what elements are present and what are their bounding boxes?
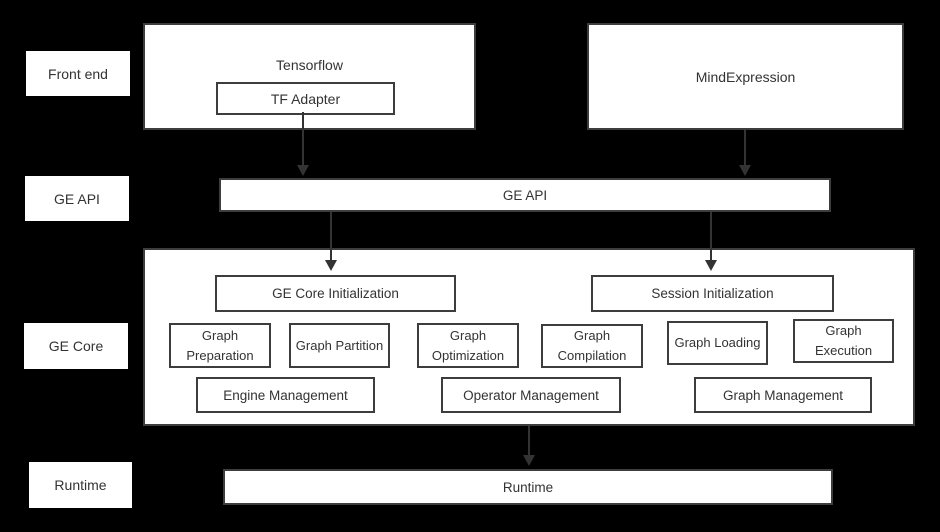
arrow-shaft [710, 212, 712, 261]
arrow-tf-adapter-to-ge-api [297, 112, 309, 176]
graph-loading-label: Graph Loading [674, 335, 761, 350]
arrow-head-icon [297, 165, 309, 176]
graph-management-box: Graph Management [694, 377, 872, 413]
engine-management-box: Engine Management [196, 377, 375, 413]
graph-execution-label: Graph Execution [814, 323, 873, 358]
graph-execution-box: Graph Execution [793, 319, 894, 363]
runtime-bar-label: Runtime [502, 479, 554, 495]
side-label-ge-core: GE Core [24, 323, 128, 369]
runtime-bar: Runtime [223, 469, 833, 505]
graph-partition-box: Graph Partition [289, 323, 390, 368]
side-label-runtime-text: Runtime [54, 477, 107, 493]
arrow-head-icon [705, 260, 717, 271]
graph-management-label: Graph Management [722, 387, 844, 403]
graph-optimization-box: Graph Optimization [417, 323, 519, 368]
session-initialization-box: Session Initialization [591, 275, 834, 312]
tensorflow-label: Tensorflow [276, 57, 343, 73]
arrow-shaft [330, 212, 332, 261]
side-label-ge-api: GE API [25, 176, 129, 221]
side-label-front-end-text: Front end [48, 65, 108, 82]
side-label-ge-core-text: GE Core [48, 338, 104, 354]
graph-compilation-box: Graph Compilation [541, 324, 643, 368]
ge-api-bar-label: GE API [502, 187, 548, 203]
graph-preparation-box: Graph Preparation [169, 323, 271, 368]
tensorflow-box: Tensorflow TF Adapter [143, 23, 476, 130]
arrow-head-icon [523, 455, 535, 466]
tf-adapter-label: TF Adapter [270, 90, 341, 107]
arrow-head-icon [325, 260, 337, 271]
graph-preparation-label: Graph Preparation [186, 327, 254, 363]
arrow-shaft [302, 112, 304, 166]
arrow-ge-core-to-runtime [523, 426, 535, 466]
engine-management-label: Engine Management [223, 387, 348, 403]
mind-expression-label: MindExpression [695, 68, 796, 85]
tf-adapter-box: TF Adapter [216, 82, 395, 115]
graph-optimization-label: Graph Optimization [431, 327, 505, 363]
operator-management-box: Operator Management [441, 377, 621, 413]
mind-expression-box: MindExpression [587, 23, 904, 130]
arrow-shaft [528, 426, 530, 456]
ge-core-initialization-label: GE Core Initialization [272, 286, 399, 301]
side-label-ge-api-text: GE API [54, 190, 100, 207]
arrow-ge-api-to-ge-core-initialization [325, 212, 337, 271]
session-initialization-label: Session Initialization [651, 286, 774, 301]
graph-partition-label: Graph Partition [295, 337, 384, 353]
side-label-front-end: Front end [26, 51, 130, 96]
ge-api-bar: GE API [219, 178, 831, 212]
ge-core-box: GE Core Initialization Session Initializ… [143, 248, 915, 426]
arrow-head-icon [739, 165, 751, 176]
graph-compilation-label: Graph Compilation [557, 328, 627, 363]
side-label-runtime: Runtime [29, 462, 132, 508]
graph-loading-box: Graph Loading [667, 321, 768, 365]
arrow-shaft [744, 130, 746, 166]
arrow-ge-api-to-session-initialization [705, 212, 717, 271]
operator-management-label: Operator Management [463, 387, 599, 403]
arrow-mind-expression-to-ge-api [739, 130, 751, 176]
ge-core-initialization-box: GE Core Initialization [215, 275, 456, 312]
